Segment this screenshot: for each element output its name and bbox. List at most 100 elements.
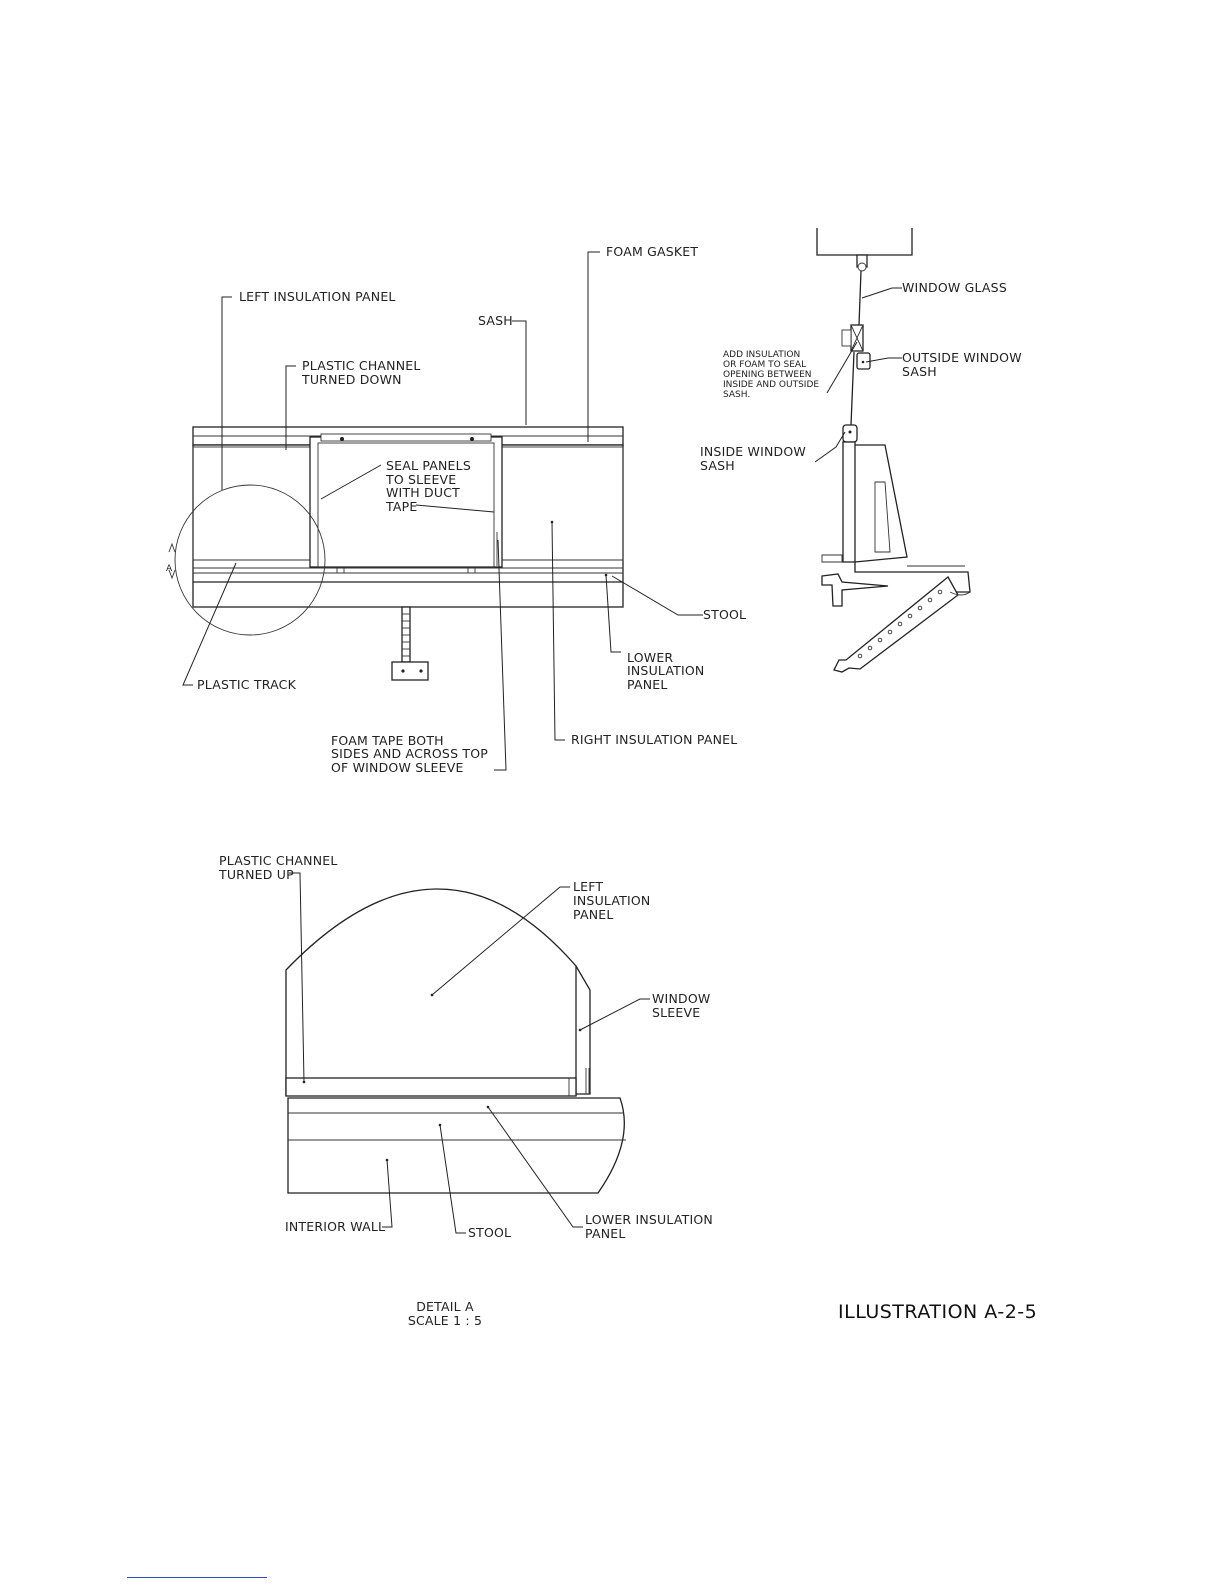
window-sleeve-inner: [317, 442, 495, 568]
outside-sash-label-1: OUTSIDE WINDOW: [902, 350, 1022, 365]
right-insulation-panel-label: RIGHT INSULATION PANEL: [571, 732, 737, 747]
add-insulation-label-3: OPENING BETWEEN: [723, 370, 812, 380]
left-insulation-label-3: PANEL: [573, 907, 614, 922]
foam-tape-leader: [494, 539, 507, 771]
plastic-track-leader: [182, 562, 237, 686]
left-insulation-panel-label: LEFT INSULATION PANEL: [239, 289, 396, 304]
seal-panels-label-3: WITH DUCT: [386, 485, 460, 500]
detail-arrow-up: [168, 542, 176, 553]
detail-arrow-down: [168, 569, 176, 580]
stool-label: STOOL: [703, 607, 746, 622]
detail-sleeve: [575, 965, 591, 1095]
foam-gasket-leader: [587, 251, 600, 442]
foot-bolt-1: [401, 669, 405, 673]
footer-link-underline: [127, 1577, 267, 1578]
base-shelf: [854, 562, 971, 593]
window-sleeve-label-1: WINDOW: [652, 991, 710, 1006]
detail-view: PLASTIC CHANNEL TURNED UP LEFT INSULATIO…: [218, 853, 713, 1241]
window-sleeve-label-2: SLEEVE: [652, 1005, 700, 1020]
outside-sash-label-2: SASH: [902, 364, 937, 379]
side-view: WINDOW GLASS OUTSIDE WINDOW SASH ADD INS…: [700, 228, 1022, 673]
left-insulation-label-2: INSULATION: [573, 893, 650, 908]
stool-profile: [821, 573, 889, 607]
sash-label: SASH: [478, 313, 513, 328]
foam-tape-label-2: SIDES AND ACROSS TOP: [331, 746, 488, 761]
clip-1: [336, 566, 345, 574]
lower-insulation-detail-leader: [487, 1106, 583, 1228]
foam-gasket-label: FOAM GASKET: [606, 244, 698, 259]
interior-wall-label: INTERIOR WALL: [285, 1219, 385, 1234]
top-pivot: [857, 262, 867, 272]
left-insulation-label-1: LEFT: [573, 879, 603, 894]
add-insulation-label-2: OR FOAM TO SEAL: [723, 360, 806, 370]
support-post: [401, 606, 411, 663]
support-ticks: [402, 613, 410, 657]
diagonal-brace: [833, 576, 959, 673]
detail-scale: SCALE 1 : 5: [408, 1313, 482, 1328]
foam-tape-label-3: OF WINDOW SLEEVE: [331, 760, 464, 775]
outside-sash-leader: [865, 357, 902, 363]
sleeve-top-bracket: [320, 433, 492, 442]
window-sleeve-leader: [579, 998, 650, 1031]
screw-1: [340, 437, 344, 441]
add-insulation-label-5: SASH.: [723, 390, 750, 400]
add-insulation-label-1: ADD INSULATION: [723, 350, 800, 360]
foam-tape-label-1: FOAM TAPE BOTH: [331, 733, 444, 748]
detail-channel: [285, 1077, 577, 1097]
screw-2: [470, 437, 474, 441]
foot-bolt-2: [419, 669, 423, 673]
insulation-pad: [841, 329, 852, 347]
window-glass-line: [858, 270, 862, 326]
side-bracket: [854, 444, 908, 563]
upper-frame: [816, 228, 913, 256]
lower-insulation-label-3: PANEL: [627, 677, 668, 692]
inside-sash-label-2: SASH: [700, 458, 735, 473]
left-insulation-leader: [431, 886, 570, 996]
clip-2: [467, 566, 476, 574]
illustration-title: ILLUSTRATION A-2-5: [838, 1301, 1037, 1323]
add-insulation-label-4: INSIDE AND OUTSIDE: [723, 380, 819, 390]
front-view: A FOAM GASKET LEFT INSULATION PANEL SASH…: [166, 244, 746, 775]
window-glass-label: WINDOW GLASS: [902, 280, 1007, 295]
support-foot: [391, 661, 429, 681]
stool-leader: [611, 575, 703, 616]
brace-holes: [857, 589, 943, 659]
plastic-channel-up-label-1: PLASTIC CHANNEL: [219, 853, 338, 868]
plastic-track-label: PLASTIC TRACK: [197, 677, 297, 692]
seal-panels-label-2: TO SLEEVE: [385, 472, 456, 487]
stool-detail-label: STOOL: [468, 1225, 511, 1240]
detail-name: DETAIL A: [416, 1299, 474, 1314]
glass-lower: [850, 351, 855, 426]
add-insulation-leader: [826, 341, 858, 394]
lower-insulation-label-1: LOWER: [627, 650, 673, 665]
plastic-channel-down-leader: [285, 365, 296, 450]
plastic-channel-down-label-2: TURNED DOWN: [301, 372, 402, 387]
lower-insulation-label-2: INSULATION: [627, 663, 704, 678]
seal-panels-leader: [320, 464, 382, 500]
window-glass-leader: [861, 287, 902, 299]
channel-up-leader: [289, 872, 305, 1083]
window-sleeve: [309, 436, 503, 568]
plastic-channel-up-label-2: TURNED UP: [218, 867, 294, 882]
detail-marker: A: [166, 564, 173, 574]
inside-sash-label-1: INSIDE WINDOW: [700, 444, 806, 459]
sash-leader: [512, 320, 527, 425]
lower-insulation-detail-label-2: PANEL: [585, 1226, 626, 1241]
plastic-channel-down-label-1: PLASTIC CHANNEL: [302, 358, 421, 373]
side-bracket-cutout: [874, 481, 891, 553]
lower-insulation-detail-label-1: LOWER INSULATION: [585, 1212, 713, 1227]
interior-wall-leader: [382, 1159, 393, 1228]
sleeve-vertical: [842, 441, 856, 563]
left-panel-leader: [221, 296, 232, 490]
inside-sash-leader: [814, 431, 846, 463]
tape-leader: [415, 504, 495, 513]
seal-panels-label-1: SEAL PANELS: [386, 458, 471, 473]
lower-insulation-leader: [605, 574, 621, 653]
detail-a-circle: [174, 484, 326, 636]
stool-detail-leader: [439, 1124, 466, 1234]
seal-panels-label-4: TAPE: [385, 499, 417, 514]
detail-stool: [287, 1097, 625, 1194]
right-panel-leader: [551, 521, 565, 741]
detail-arch: [285, 888, 577, 1096]
